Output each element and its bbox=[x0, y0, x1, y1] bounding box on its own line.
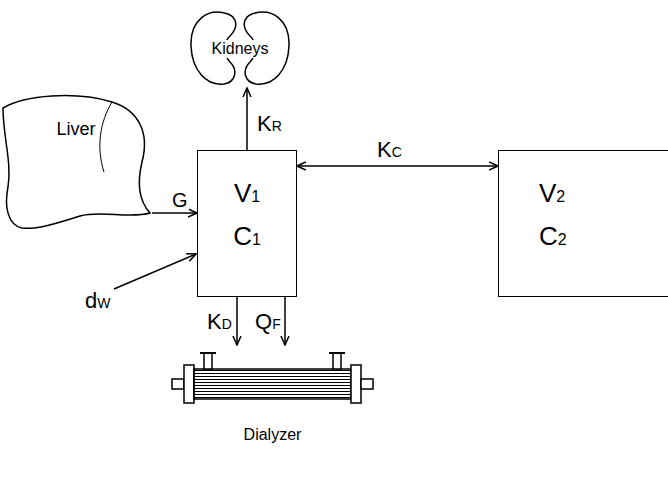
rate-label: QF bbox=[254, 310, 282, 334]
rate-label: KD bbox=[206, 310, 233, 334]
flow-arrow bbox=[236, 297, 238, 345]
dialyzer-device: Dialyzer bbox=[170, 345, 375, 450]
organ-kidneys: Kidneys bbox=[188, 8, 292, 88]
rate-label: KC bbox=[376, 138, 403, 162]
compartment-box: V2C2 bbox=[498, 150, 668, 297]
flow-arrow bbox=[246, 88, 248, 150]
flow-label: dW bbox=[84, 289, 111, 313]
liver-drawing bbox=[0, 92, 152, 232]
compartment-box: V1C1 bbox=[197, 150, 297, 297]
flow-arrow bbox=[297, 165, 498, 167]
node-text: V2 bbox=[539, 179, 565, 208]
rate-label: G bbox=[171, 189, 189, 211]
node-text: C1 bbox=[233, 222, 261, 251]
node-text: Kidneys bbox=[210, 40, 271, 58]
flow-arrow bbox=[284, 297, 286, 345]
node-text: Liver bbox=[56, 120, 95, 140]
node-text: Dialyzer bbox=[244, 426, 302, 444]
flow-arrow bbox=[152, 212, 197, 214]
organ-liver: Liver bbox=[0, 92, 152, 232]
dialyzer-drawing bbox=[170, 345, 375, 415]
node-text: V1 bbox=[234, 179, 260, 208]
node-text: C2 bbox=[539, 222, 567, 251]
rate-label: KR bbox=[256, 112, 283, 136]
